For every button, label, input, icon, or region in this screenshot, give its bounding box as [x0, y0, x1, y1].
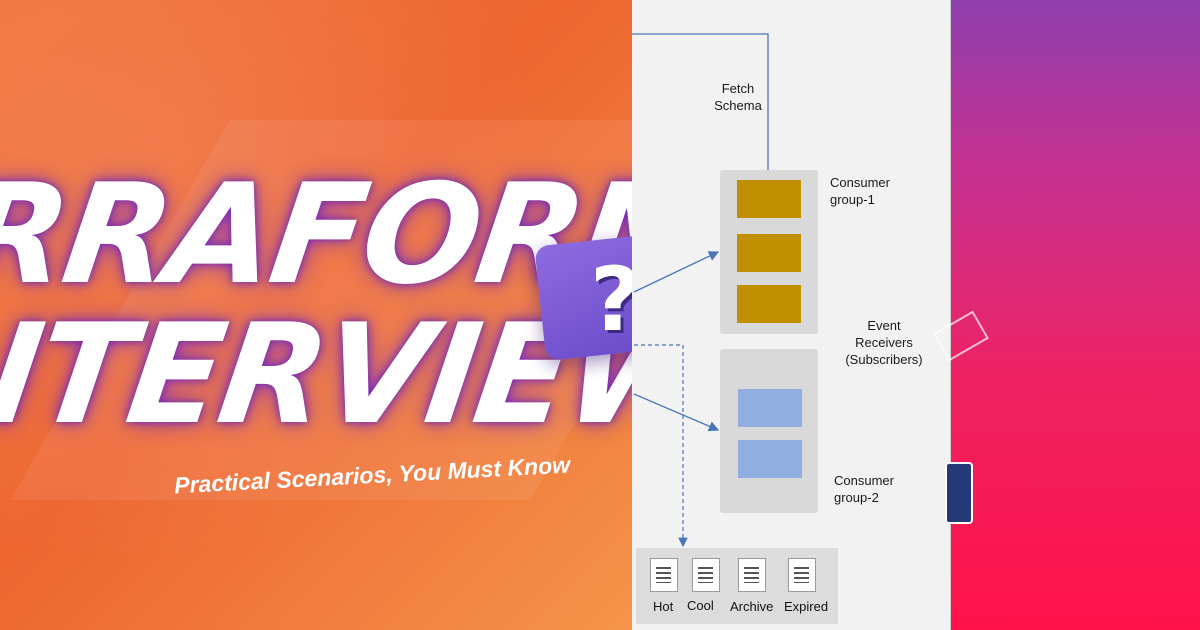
group-2-partition-2: [738, 440, 802, 478]
expired-document-icon: [788, 558, 816, 592]
expired-label: Expired: [784, 599, 829, 614]
diagram-connectors: [632, 33, 774, 548]
group-1-partition-1: [737, 180, 801, 218]
to-storage-dashed-arrow: [634, 344, 688, 548]
to-group-1-arrow: [633, 251, 720, 293]
consumer-group-2-box: [720, 349, 818, 513]
storage-tiers-panel: Hot Cool Archive Expired: [636, 548, 838, 624]
banner-title-line-2: ITERVIEW: [0, 294, 632, 455]
banner-panel: RRAFORM ITERVIEW Practical Scenarios, Yo…: [0, 0, 632, 630]
right-decor-tab: [945, 462, 973, 524]
archive-document-icon: [738, 558, 766, 592]
banner-highlight: [0, 0, 632, 630]
group-2-partition-1: [738, 389, 802, 427]
group-1-partition-2: [737, 234, 801, 272]
cool-label: Cool: [687, 598, 714, 613]
to-group-2-arrow: [633, 393, 720, 432]
hot-document-icon: [650, 558, 678, 592]
cool-document-icon: [692, 558, 720, 592]
group-1-partition-3: [737, 285, 801, 323]
right-gradient-panel: [951, 0, 1200, 630]
fetch-schema-arrow: [632, 33, 774, 184]
hot-label: Hot: [653, 599, 674, 614]
archive-label: Archive: [730, 599, 774, 614]
banner-title-line-1: RRAFORM: [0, 154, 632, 315]
